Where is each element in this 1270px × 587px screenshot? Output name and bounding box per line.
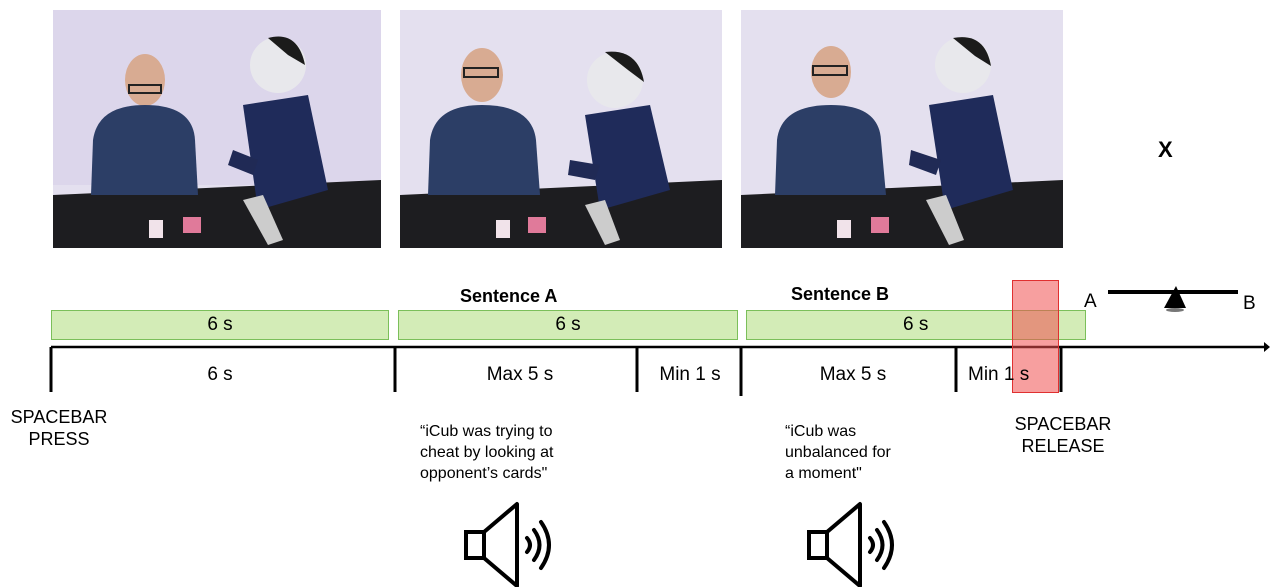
fixation-marker: X xyxy=(1158,137,1173,162)
spacebar-release-label: SPACEBAR RELEASE xyxy=(998,413,1128,457)
scale-label-a: A xyxy=(1084,291,1097,312)
quote-a-line2: cheat by looking at xyxy=(420,444,554,461)
scale-label-b: B xyxy=(1243,293,1256,314)
human-robot-photo xyxy=(53,10,381,248)
green-bar-2-label: 6 s xyxy=(555,314,581,335)
green-bar-1: 6 s xyxy=(51,310,389,340)
sentence-a-quote: “iCub was trying to cheat by looking at … xyxy=(420,421,553,484)
press-line1: SPACEBAR xyxy=(10,407,108,427)
photo-human-robot-1 xyxy=(53,10,381,248)
photo-human-robot-2 xyxy=(400,10,722,248)
quote-b-line3: a moment" xyxy=(785,465,862,482)
segment-3-label: Min 1 s xyxy=(659,364,721,385)
quote-b-line1: “iCub was xyxy=(785,423,857,440)
human-robot-photo xyxy=(741,10,1063,248)
segment-1-label: 6 s xyxy=(207,364,233,385)
quote-a-line1: “iCub was trying to xyxy=(420,423,553,440)
segment-5-value: 1 s xyxy=(1003,364,1030,385)
quote-b-line2: unbalanced for xyxy=(785,444,891,461)
speaker-icon xyxy=(464,502,551,587)
segment-4-label: Max 5 s xyxy=(819,364,887,385)
sentence-b-title: Sentence B xyxy=(791,284,890,304)
photo-human-robot-3 xyxy=(741,10,1063,248)
release-highlight xyxy=(1012,280,1059,393)
release-line1: SPACEBAR xyxy=(1014,414,1112,434)
spacebar-press-label: SPACEBAR PRESS xyxy=(0,406,118,450)
sentence-a-title: Sentence A xyxy=(460,286,558,306)
speaker-icon xyxy=(807,502,894,587)
segment-5-min: Min xyxy=(968,364,999,385)
sentence-b-quote: “iCub was unbalanced for a moment" xyxy=(785,421,891,484)
human-robot-photo xyxy=(400,10,722,248)
press-line2: PRESS xyxy=(28,429,90,449)
green-bar-1-label: 6 s xyxy=(207,314,233,335)
segment-2-label: Max 5 s xyxy=(486,364,554,385)
balance-scale-icon xyxy=(1108,286,1238,312)
green-bar-3-label: 6 s xyxy=(903,314,929,335)
quote-a-line3: opponent’s cards" xyxy=(420,465,548,482)
green-bar-2: 6 s xyxy=(398,310,738,340)
release-line2: RELEASE xyxy=(1021,436,1105,456)
segment-5-label: Min 1 s xyxy=(968,364,1058,386)
